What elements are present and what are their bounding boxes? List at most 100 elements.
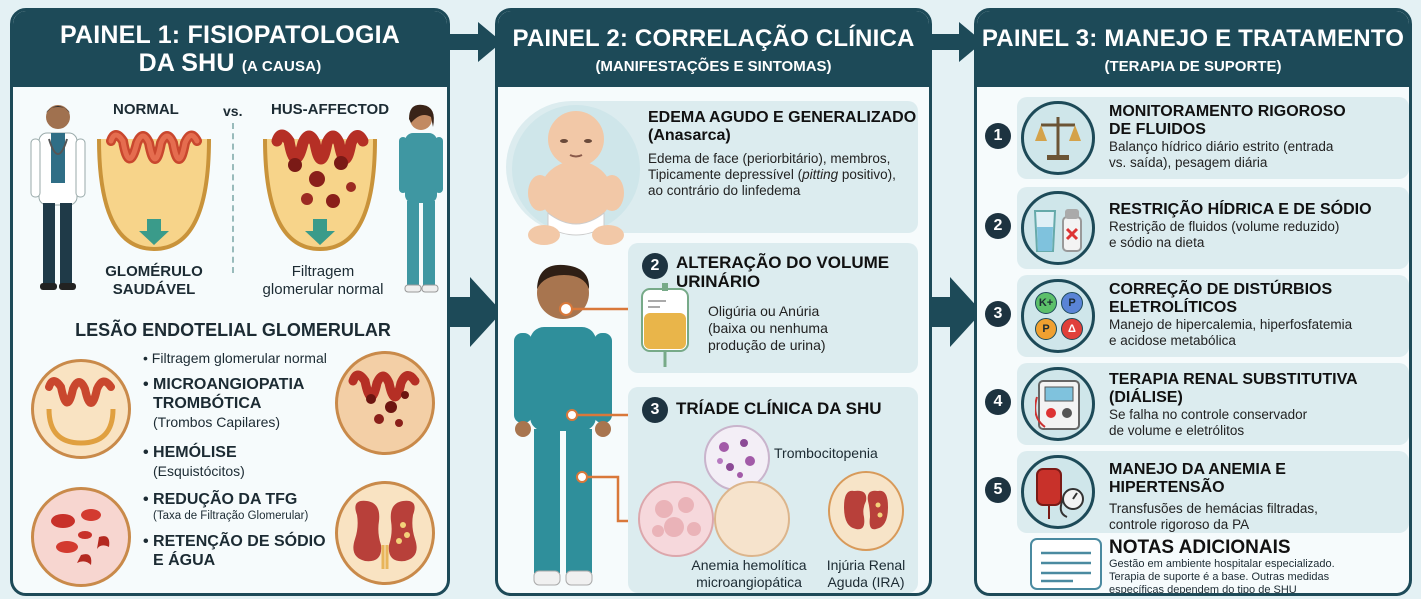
edema-line2b: pitting [802, 167, 839, 182]
dialysis-machine-icon [1035, 380, 1080, 430]
acid-icon: Δ [1061, 318, 1083, 340]
item-5-line2: controle rigoroso da PA [1109, 517, 1250, 532]
bullet-4-sub: (Taxa de Filtração Glomerular) [153, 510, 309, 522]
water-salt-icon [1033, 209, 1082, 252]
arrow-mid-1 [442, 277, 502, 347]
item-4-line1: Se falha no controle conservador [1109, 407, 1308, 422]
healthy-caption-2: SAUDÁVEL [112, 281, 196, 298]
kidney-icon [353, 500, 417, 569]
item-5-line1: Transfusões de hemácias filtradas, [1109, 501, 1318, 516]
lesion-list: • Filtragem glomerular normal • MICROANG… [143, 349, 343, 570]
item-5-title: MANEJO DA ANEMIA E HIPERTENSÃO [1109, 461, 1286, 496]
arrow-top-1 [450, 22, 502, 62]
bullet-1-text: Filtragem glomerular normal [151, 350, 327, 366]
blood-bag-icon [1036, 468, 1084, 519]
item-1-title: MONITORAMENTO RIGOROSO [1109, 103, 1346, 120]
item-2-line1: Restrição de fluidos (volume reduzido) [1109, 219, 1340, 234]
phosphate-icon-a: P [1061, 292, 1083, 314]
panel-pathophysiology: PAINEL 1: FISIOPATOLOGIA DA SHU (A CAUSA… [10, 8, 450, 596]
edema-title: EDEMA AGUDO E GENERALIZADO [648, 109, 917, 126]
capillary-loops-icon [45, 377, 116, 446]
urine-title2: URINÁRIO [676, 272, 761, 291]
injury-label-2: Aguda (IRA) [827, 574, 905, 590]
item-3-line1: Manejo de hipercalemia, hiperfosfatemia [1109, 317, 1353, 332]
bullet-5-title: RETENÇÃO DE SÓDIO [153, 533, 326, 550]
item-2-number: 2 [985, 213, 1011, 239]
item-2-title: RESTRIÇÃO HÍDRICA E DE SÓDIO [1109, 201, 1372, 218]
item-4-title2: (DIÁLISE) [1109, 389, 1183, 406]
kidney-circle [335, 481, 435, 585]
item-4-title: TERAPIA RENAL SUBSTITUTIVA [1109, 371, 1358, 388]
anemia-label-1: Anemia hemolítica [691, 557, 807, 573]
panel-clinical-correlation: PAINEL 2: CORRELAÇÃO CLÍNICA (MANIFESTAÇ… [495, 8, 932, 596]
arrow-mid-2 [922, 277, 982, 347]
panel3-header: PAINEL 3: MANEJO E TRATAMENTO (TERAPIA D… [977, 11, 1409, 87]
item-3-title: CORREÇÃO DE DISTÚRBIOS [1109, 281, 1333, 298]
notes-title: NOTAS ADICIONAIS [1109, 537, 1291, 558]
arrow-top-2 [931, 22, 983, 62]
notes-line3: específicas dependem do tipo de SHU [1109, 584, 1297, 596]
thrombi-circle-right [335, 351, 435, 455]
rbc-circle-b [714, 481, 790, 557]
notes-line2: Terapia de suporte é a base. Outras medi… [1109, 571, 1330, 583]
item-1-line1: Balanço hídrico diário estrito (entrada [1109, 139, 1334, 154]
water-salt-icon-circle [1021, 191, 1095, 265]
child-illustration [514, 264, 612, 586]
urine-line1: Oligúria ou Anúria [708, 303, 820, 319]
nurse-illustration [399, 104, 443, 293]
item-1-line2: vs. saída), pesagem diária [1109, 155, 1268, 170]
item-5-number: 5 [985, 477, 1011, 503]
triad-title: TRÍADE CLÍNICA DA SHU [676, 399, 882, 418]
edema-title2: (Anasarca) [648, 127, 731, 144]
section-title-endothelial: LESÃO ENDOTELIAL GLOMERULAR [75, 320, 391, 340]
edema-line2c: positivo), [838, 167, 896, 182]
item-3-title2: ELETROLÍTICOS [1109, 299, 1237, 316]
anemia-label-2: microangiopática [696, 574, 802, 590]
edema-line2a: Tipicamente depressível ( [648, 167, 803, 182]
affected-glomerulus [263, 129, 377, 252]
panel1-title: PAINEL 1: FISIOPATOLOGIA [59, 21, 401, 49]
item-2-line2: e sódio na dieta [1109, 235, 1205, 250]
kidney-injury-circle [828, 471, 904, 551]
urine-title: ALTERAÇÃO DO VOLUME [676, 253, 890, 272]
filtration-caption-1: Filtragem [291, 263, 355, 280]
affected-label: HUS-AFFECTOD [271, 101, 390, 118]
bullet-3-title: HEMÓLISE [153, 444, 237, 461]
panel1-title-suffix: (A CAUSA) [241, 58, 322, 75]
panel1-title-2: DA SHU [138, 49, 235, 77]
kidney-injury-icon [844, 490, 888, 530]
potassium-icon: K+ [1035, 292, 1057, 314]
healthy-caption-1: GLOMÉRULO [105, 263, 203, 280]
phosphate-icon-b: P [1035, 318, 1057, 340]
thrombi-icon [348, 370, 420, 427]
panel3-subtitle: (TERAPIA DE SUPORTE) [1104, 58, 1282, 75]
platelets-icon [717, 439, 755, 478]
urine-line2: (baixa ou nenhuma [708, 320, 828, 336]
urine-line3: produção de urina) [708, 337, 826, 353]
panel-management: PAINEL 3: MANEJO E TRATAMENTO (TERAPIA D… [974, 8, 1412, 596]
normal-glomerulus [97, 130, 211, 252]
panel2-header: PAINEL 2: CORRELAÇÃO CLÍNICA (MANIFESTAÇ… [498, 11, 929, 87]
triad-number: 3 [642, 397, 668, 423]
bullet-4-title: REDUÇÃO DA TFG [153, 491, 298, 508]
panel2-title: PAINEL 2: CORRELAÇÃO CLÍNICA [512, 25, 915, 52]
edema-line3: ao contrário do linfedema [648, 183, 801, 198]
urine-number: 2 [642, 253, 668, 279]
scale-icon [1035, 117, 1081, 160]
bullet-2-title: MICROANGIOPATIA [153, 376, 305, 393]
bullet-2-title2: TROMBÓTICA [153, 395, 262, 412]
item-1-title2: DE FLUIDOS [1109, 121, 1206, 138]
item-4-number: 4 [985, 389, 1011, 415]
notes-icon [1030, 538, 1102, 590]
divider [232, 123, 234, 273]
doctor-illustration [30, 105, 86, 290]
item-3-line2: e acidose metabólica [1109, 333, 1236, 348]
red-blood-cells-icon [51, 509, 110, 565]
normal-label: NORMAL [113, 101, 179, 118]
item-4-line2: de volume e eletrólitos [1109, 423, 1245, 438]
panel2-subtitle: (MANIFESTAÇÕES E SINTOMAS) [595, 58, 832, 75]
urine-bag-icon [641, 283, 689, 367]
item-1-number: 1 [985, 123, 1011, 149]
filtration-caption-2: glomerular normal [262, 281, 384, 298]
item-3-number: 3 [985, 301, 1011, 327]
